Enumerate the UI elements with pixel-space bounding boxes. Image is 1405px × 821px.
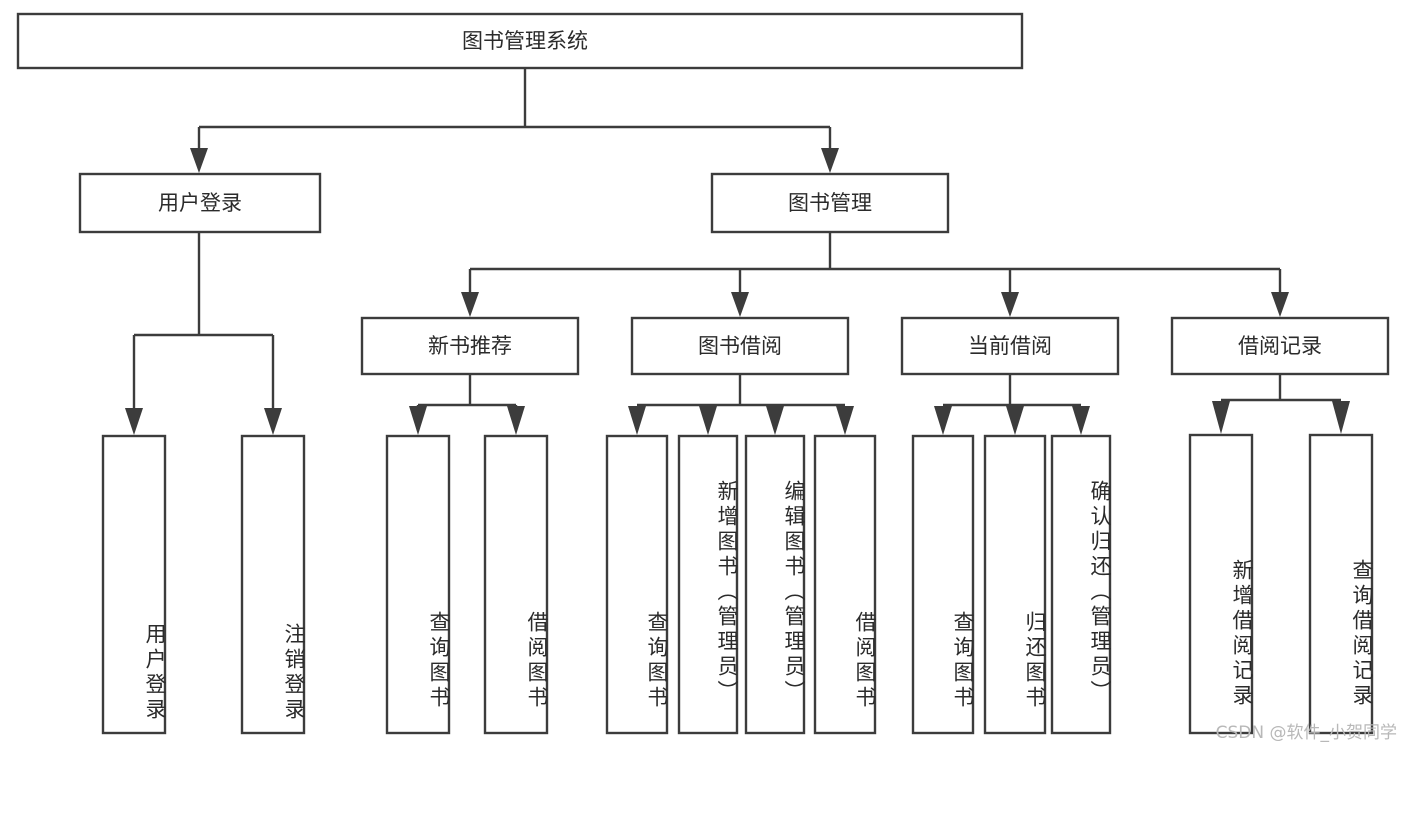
node-new-book-recommend-label: 新书推荐 [428, 334, 512, 358]
arrowhead-book-management [821, 148, 839, 173]
node-current-borrow-box[interactable] [900, 316, 1120, 376]
arrowhead-book-borrow [731, 292, 749, 317]
node-leaf-confirm-return-box[interactable] [1050, 434, 1112, 735]
node-leaf-user-login-box[interactable] [101, 434, 167, 735]
arrowhead-leaf-add-borrow-record [1212, 401, 1230, 434]
flowchart-canvas: 图书管理系统 用户登录 图书管理 新书推荐 图书借阅 当前借阅 借阅记录 [16, 12, 1397, 743]
node-leaf-add-borrow-record-box[interactable] [1188, 433, 1254, 735]
arrowhead-leaf-return-book [1006, 406, 1024, 435]
node-leaf-logout-box[interactable] [240, 434, 306, 735]
arrowhead-leaf-user-login [125, 408, 143, 435]
arrowhead-leaf-logout [264, 408, 282, 435]
arrowhead-new-book [461, 292, 479, 317]
arrowhead-leaf-query-book-current [934, 406, 952, 435]
arrowhead-leaf-query-book-borrow [628, 406, 646, 435]
arrowhead-leaf-borrow-book [836, 406, 854, 435]
node-user-login-label: 用户登录 [158, 191, 242, 215]
node-current-borrow-label: 当前借阅 [968, 334, 1052, 358]
node-borrow-record-box[interactable] [1170, 316, 1390, 376]
node-book-borrow-label: 图书借阅 [698, 334, 782, 358]
node-layer: 图书管理系统 用户登录 图书管理 新书推荐 图书借阅 当前借阅 借阅记录 [16, 12, 1390, 735]
node-user-login-box[interactable] [78, 172, 322, 234]
node-leaf-query-book-current-box[interactable] [911, 434, 975, 735]
node-book-management-box[interactable] [710, 172, 950, 234]
arrowhead-leaf-query-book-recommend [409, 406, 427, 435]
node-leaf-query-book-borrow-box[interactable] [605, 434, 669, 735]
node-new-book-recommend-box[interactable] [360, 316, 580, 376]
arrowhead-current-borrow [1001, 292, 1019, 317]
node-leaf-query-borrow-record-box[interactable] [1308, 433, 1374, 735]
node-book-management-label: 图书管理 [788, 191, 872, 215]
node-leaf-borrow-book-box[interactable] [813, 434, 877, 735]
arrowhead-leaf-edit-book-admin [766, 406, 784, 435]
node-leaf-return-book-box[interactable] [983, 434, 1047, 735]
arrowhead-leaf-add-book-admin [699, 406, 717, 435]
csdn-watermark: CSDN @软件_小贺同学 [1215, 723, 1397, 743]
node-leaf-edit-book-admin-box[interactable] [744, 434, 806, 735]
arrowhead-leaf-confirm-return [1072, 406, 1090, 435]
arrowhead-leaf-borrow-book-recommend [507, 406, 525, 435]
arrowhead-user-login [190, 148, 208, 173]
node-book-borrow-box[interactable] [630, 316, 850, 376]
node-leaf-query-book-recommend-box[interactable] [385, 434, 451, 735]
arrowhead-leaf-query-borrow-record [1332, 401, 1350, 434]
arrowhead-borrow-record [1271, 292, 1289, 317]
node-root-box[interactable] [16, 12, 1024, 70]
node-leaf-borrow-book-recommend-box[interactable] [483, 434, 549, 735]
node-leaf-add-book-admin-box[interactable] [677, 434, 739, 735]
node-borrow-record-label: 借阅记录 [1238, 334, 1322, 358]
hierarchy-diagram-svg: 图书管理系统 用户登录 图书管理 新书推荐 图书借阅 当前借阅 借阅记录 [16, 12, 1390, 735]
node-root-label: 图书管理系统 [462, 29, 588, 53]
connector-layer [125, 68, 1350, 435]
